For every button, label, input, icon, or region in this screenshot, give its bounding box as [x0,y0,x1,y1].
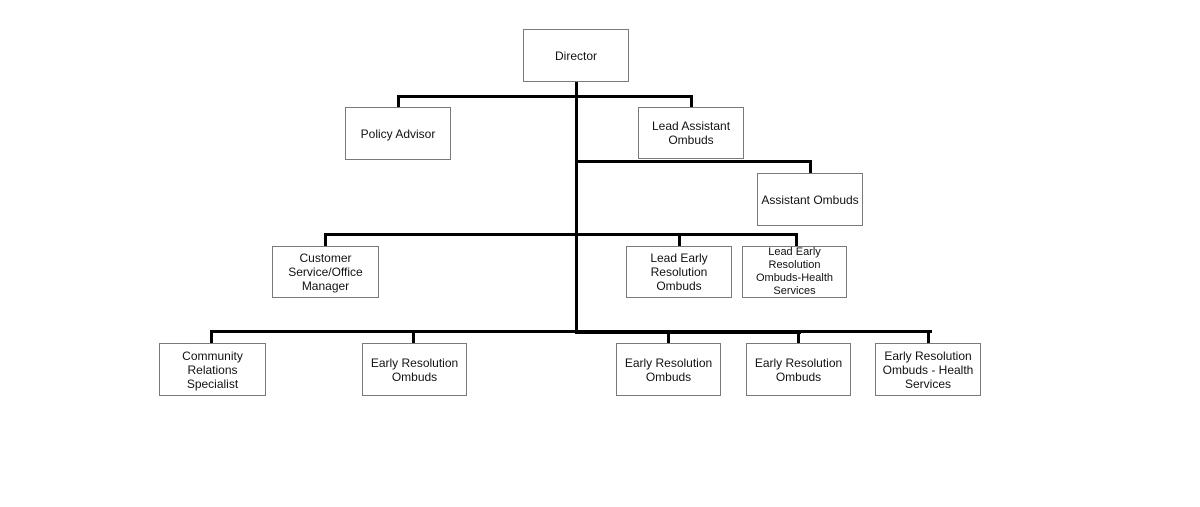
connector-lead-assistant [690,95,693,107]
early-resolution-ombuds-box-1: Early Resolution Ombuds [362,343,467,396]
connector-early-2 [667,330,670,343]
community-relations-specialist-box: Community Relations Specialist [159,343,266,396]
lead-assistant-ombuds-box: Lead Assistant Ombuds [638,107,744,159]
connector-assistant-bar [575,160,812,163]
connector-row3-bar [324,233,798,236]
connector-row4-bar-lower [575,332,801,334]
assistant-ombuds-label: Assistant Ombuds [761,192,859,207]
lead-assistant-ombuds-label: Lead Assistant Ombuds [651,119,731,147]
customer-service-office-manager-label: Customer Service/Office Manager [288,251,363,293]
lead-early-resolution-ombuds-health-box: Lead Early Resolution Ombuds-Health Serv… [742,246,847,298]
lead-early-resolution-ombuds-label: Lead Early Resolution Ombuds [650,251,708,293]
policy-advisor-box: Policy Advisor [345,107,451,160]
early-resolution-ombuds-box-2: Early Resolution Ombuds [616,343,721,396]
director-label: Director [554,48,597,63]
connector-row4-bar-right [575,330,932,333]
connector-early-1 [412,330,415,343]
policy-advisor-label: Policy Advisor [360,126,436,141]
connector-assistant-ombuds [809,160,812,173]
customer-service-office-manager-box: Customer Service/Office Manager [272,246,379,298]
connector-lead-early-1 [678,233,681,246]
connector-trunk [575,81,578,333]
connector-row4-bar-left [210,330,578,333]
connector-community-relations [210,330,213,343]
early-resolution-ombuds-health-label: Early Resolution Ombuds - Health Service… [882,348,974,391]
connector-lead-early-2 [795,233,798,246]
connector-early-health [927,330,930,343]
early-resolution-ombuds-label-3: Early Resolution Ombuds [754,355,843,384]
assistant-ombuds-box: Assistant Ombuds [757,173,863,226]
connector-early-3 [797,330,800,343]
connector-row1-bar [397,95,693,98]
early-resolution-ombuds-label-1: Early Resolution Ombuds [370,355,459,384]
connector-policy-advisor [397,95,400,107]
lead-early-resolution-ombuds-box: Lead Early Resolution Ombuds [626,246,732,298]
community-relations-specialist-label: Community Relations Specialist [182,348,243,391]
lead-early-resolution-ombuds-health-label: Lead Early Resolution Ombuds-Health Serv… [755,246,834,297]
early-resolution-ombuds-label-2: Early Resolution Ombuds [624,355,713,384]
early-resolution-ombuds-health-box: Early Resolution Ombuds - Health Service… [875,343,981,396]
connector-customer-service [324,233,327,246]
early-resolution-ombuds-box-3: Early Resolution Ombuds [746,343,851,396]
director-box: Director [523,29,629,82]
